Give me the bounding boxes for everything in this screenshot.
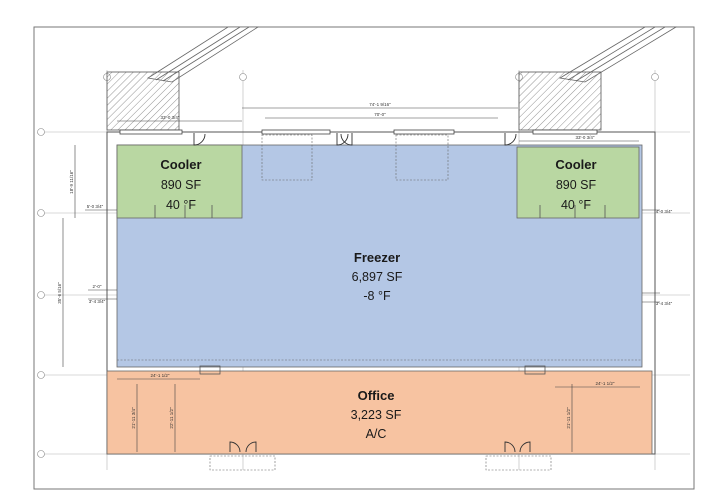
office-room: [106, 370, 653, 455]
dim-left-small-a: 5'-0 3/4": [87, 204, 104, 209]
freezer-area: 6,897 SF: [352, 270, 403, 284]
cooler-left-name: Cooler: [160, 157, 201, 172]
cooler-right-temp: 40 °F: [561, 198, 591, 212]
cooler-room-left: [116, 144, 243, 219]
dashed-fixtures: [117, 134, 642, 471]
dim-office-height-b: 22'-11 1/2": [169, 407, 174, 429]
dim-left-small-b: 2'-0": [93, 284, 102, 289]
hatched-block-left: [106, 71, 180, 131]
door-swings: [193, 133, 531, 453]
dim-left-total: 35'-6 5/16": [57, 282, 62, 304]
dim-cooler-left-width: 33'-0 3/4": [161, 115, 180, 120]
dim-overall-top: 74'-1 9/16": [369, 102, 391, 107]
cooler-right-name: Cooler: [555, 157, 596, 172]
office-condition: A/C: [366, 427, 387, 441]
dim-office-height-a: 21'-11 3/4": [131, 407, 136, 429]
cooler-left-label: Cooler 890 SF 40 °F: [160, 157, 201, 212]
freezer-label: Freezer 6,897 SF -8 °F: [352, 250, 403, 303]
dim-inner-top: 70'-0": [374, 112, 386, 117]
cooler-left-temp: 40 °F: [166, 198, 196, 212]
drawing-frame: [33, 26, 695, 490]
dim-office-left-run: 24'-1 1/2": [151, 373, 170, 378]
dim-cooler-right-width: 33'-0 3/4": [576, 135, 595, 140]
office-name: Office: [358, 388, 395, 403]
dim-office-right-run: 24'-1 1/2": [596, 381, 615, 386]
cooler-room-right: [516, 146, 640, 219]
cooler-right-label: Cooler 890 SF 40 °F: [555, 157, 596, 212]
freezer-name: Freezer: [354, 250, 400, 265]
dim-office-height-c: 21'-11 1/2": [566, 407, 571, 429]
dim-left-cooler-height: 18'-9 11/16": [69, 170, 74, 194]
office-label: Office 3,223 SF A/C: [351, 388, 402, 441]
freezer-temp: -8 °F: [363, 289, 391, 303]
cooler-right-area: 890 SF: [556, 178, 597, 192]
dim-right-small-a: 4'-0 3/4": [656, 209, 673, 214]
hatched-block-right: [518, 71, 602, 131]
dimension-lines: [62, 107, 660, 452]
cooler-left-area: 890 SF: [161, 178, 202, 192]
partition-details: [154, 205, 606, 375]
office-area: 3,223 SF: [351, 408, 402, 422]
top-wall-openings: [119, 129, 598, 135]
dim-right-small-b: 3'-4 3/4": [656, 301, 673, 306]
dim-left-small-c: 3'-4 3/4": [89, 299, 106, 304]
